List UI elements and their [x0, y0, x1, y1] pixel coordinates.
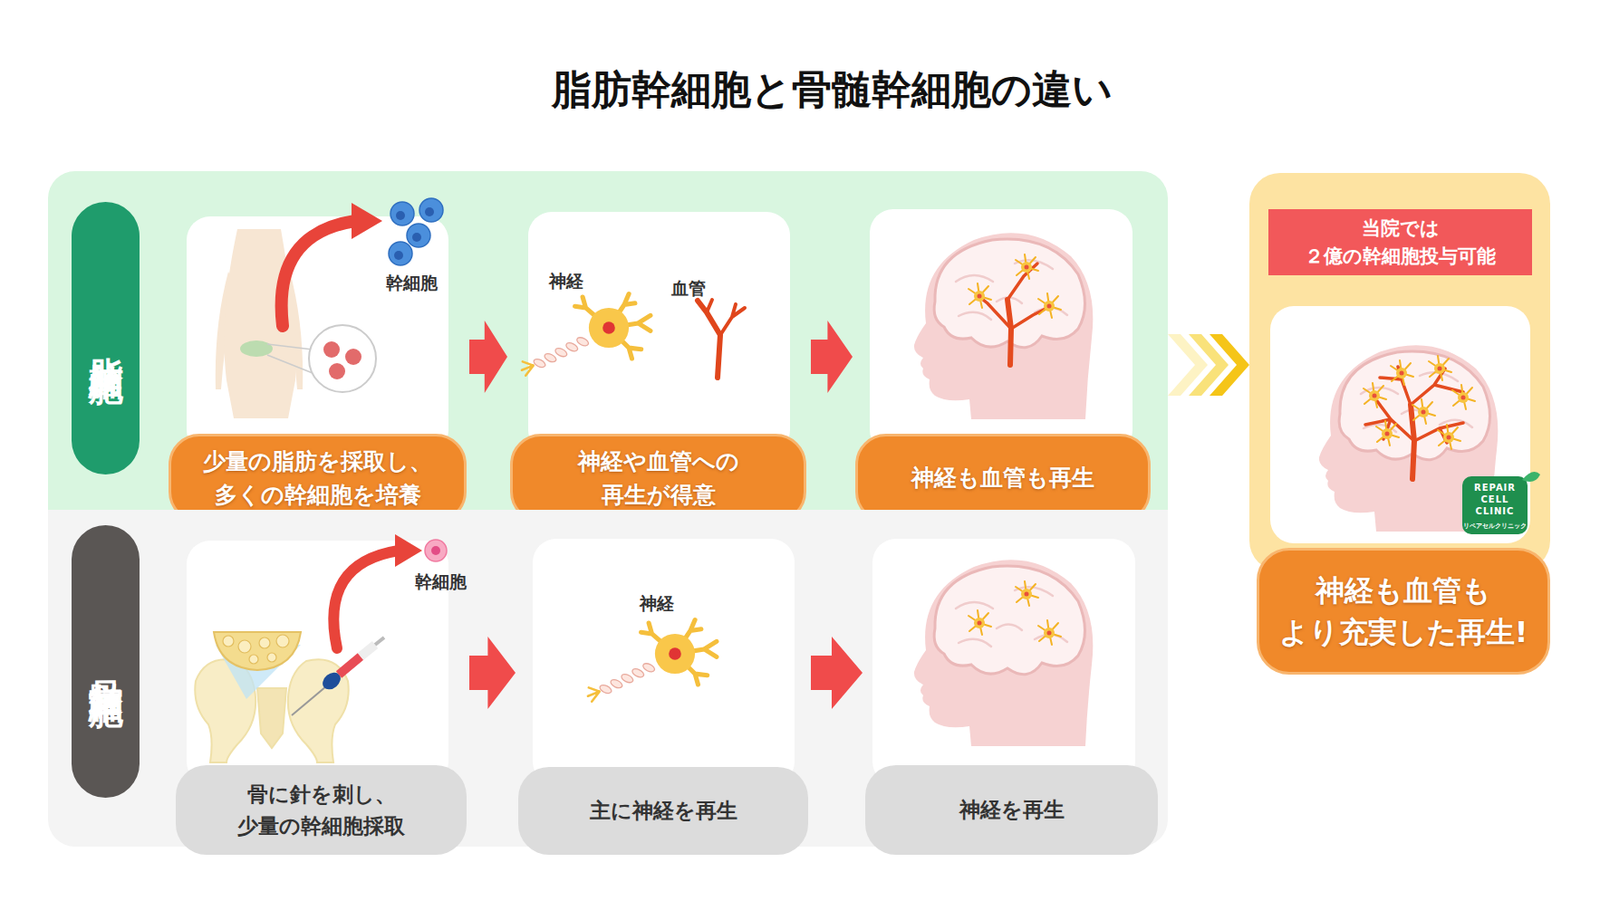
step-caption: 神経を再生: [865, 765, 1158, 856]
row-heading: 骨髄幹細胞: [71, 525, 140, 799]
row-band: 脂肪幹細胞幹細胞少量の脂肪を採取し、 多くの幹細胞を培養神経血管神経や血管への …: [48, 171, 1168, 511]
part-label: 神経: [632, 592, 682, 617]
panel-header: 当院では ２億の幹細胞投与可能: [1268, 209, 1533, 276]
card-panel: [528, 212, 791, 454]
card-panel: [186, 216, 449, 454]
part-label: 神経: [541, 269, 591, 294]
logo-text: REPAIR CELL CLINIC: [1467, 480, 1523, 519]
chevron: [1209, 334, 1250, 396]
result-panel: 当院では ２億の幹細胞投与可能神経も血管も より充実した再生!: [1249, 173, 1551, 675]
step-card: 神経血管神経や血管への 再生が得意: [510, 212, 809, 523]
row-heading: 脂肪幹細胞: [71, 202, 140, 475]
result-caption: 神経も血管も より充実した再生!: [1256, 548, 1551, 675]
row-band: 骨髄幹細胞幹細胞骨に針を刺し、 少量の幹細胞採取神経主に神経を再生神経を再生: [48, 510, 1168, 848]
diagram-title: 脂肪幹細胞と骨髄幹細胞の違い: [362, 63, 1302, 117]
step-card: 神経を再生: [865, 539, 1158, 856]
part-label: 血管: [664, 277, 714, 301]
card-panel: [869, 209, 1133, 454]
chevron-arrow: [1167, 334, 1250, 396]
step-card: 幹細胞骨に針を刺し、 少量の幹細胞採取: [175, 540, 467, 856]
chevron: [1188, 334, 1229, 396]
step-card: 幹細胞少量の脂肪を採取し、 多くの幹細胞を培養: [168, 216, 467, 523]
step-card: 神経も血管も再生: [855, 209, 1151, 523]
step-card: 神経主に神経を再生: [518, 539, 809, 856]
card-panel: [872, 539, 1136, 786]
part-label: 幹細胞: [375, 271, 448, 296]
card-panel: [186, 540, 449, 786]
part-label: 幹細胞: [404, 570, 477, 595]
step-caption: 主に神経を再生: [518, 767, 809, 856]
step-caption: 骨に針を刺し、 少量の幹細胞採取: [175, 765, 467, 856]
chevron: [1167, 334, 1208, 396]
card-panel: [532, 539, 795, 786]
logo-subtext: リペアセルクリニック: [1462, 520, 1528, 532]
